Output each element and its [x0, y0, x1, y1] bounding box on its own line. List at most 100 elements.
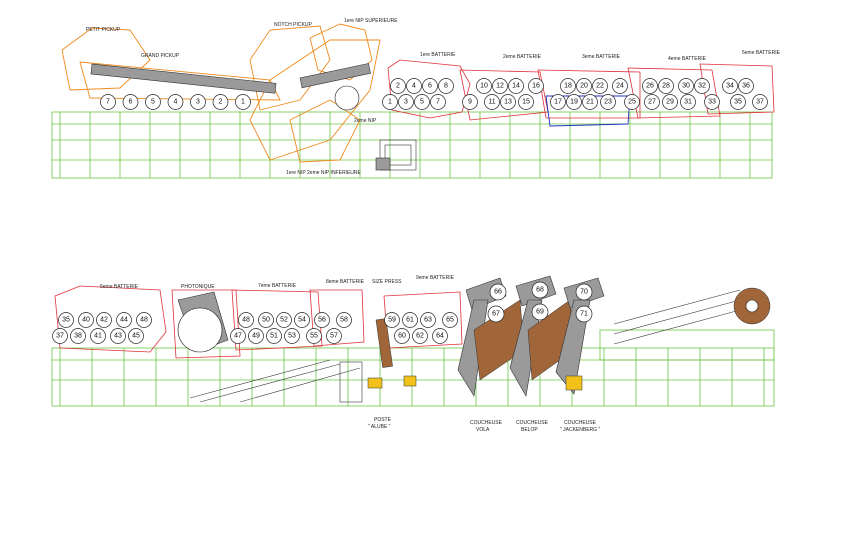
dryer-felts-bottom [54, 285, 463, 359]
roll-number: 65 [446, 317, 454, 324]
label-batterie-6: 6eme BATTERIE [100, 284, 139, 290]
roll-number: 42 [100, 317, 108, 324]
press-roll: 6 [122, 94, 139, 110]
roll-number: 56 [318, 317, 326, 324]
dryer-roll: 24 [612, 78, 628, 94]
dryer-roll: 42 [96, 312, 112, 328]
dryer-roll: 48 [238, 312, 254, 328]
roll-number: 4 [174, 99, 178, 106]
label-petit-pickup: PETIT PICKUP [86, 27, 121, 33]
label-photonique: PHOTONIQUE [181, 284, 215, 290]
dryer-roll: 60 [394, 328, 410, 344]
dryer-roll: 35 [730, 94, 746, 110]
roll-number: 29 [666, 99, 674, 106]
dryer-roll: 11 [484, 94, 500, 110]
roll-number: 22 [596, 83, 604, 90]
dryer-roll: 15 [518, 94, 534, 110]
label-coucheuse-2: COUCHEUSE [516, 420, 549, 426]
roll-number: 10 [480, 83, 488, 90]
press-roll: 5 [145, 94, 161, 110]
dryer-roll: 34 [722, 78, 738, 94]
roll-number: 33 [708, 99, 716, 106]
roll-number: 28 [662, 83, 670, 90]
dryer-roll: 26 [642, 78, 658, 94]
roll-number: 70 [580, 289, 588, 296]
roll-number: 60 [398, 333, 406, 340]
coater-roll: 68 [531, 281, 549, 299]
label-poste: POSTE [374, 417, 392, 423]
dryer-roll: 32 [694, 78, 710, 94]
roll-number: 35 [62, 317, 70, 324]
roll-number: 27 [648, 99, 656, 106]
dryer-roll: 33 [704, 94, 720, 110]
label-coucheuse-1: COUCHEUSE [470, 420, 503, 426]
dryer-roll: 37 [752, 94, 768, 110]
roll-number: 4 [412, 83, 416, 90]
label-jackenberg: " JACKENBERG " [560, 427, 600, 433]
roll-number: 47 [234, 333, 242, 340]
roll-number: 2 [219, 99, 223, 106]
label-size-press: SIZE PRESS [372, 279, 402, 285]
roll-number: 63 [424, 317, 432, 324]
size-press [339, 318, 417, 403]
label-nip-inferieure: 1ere NIP 2eme NIP INFERIEURE [286, 170, 362, 176]
roll-number: 61 [406, 317, 414, 324]
roll-number: 58 [340, 317, 348, 324]
roll-number: 55 [310, 333, 318, 340]
dryer-roll: 10 [476, 78, 492, 94]
dryer-roll: 58 [336, 312, 352, 328]
roll-number: 17 [554, 99, 562, 106]
label-coucheuse-3: COUCHEUSE [564, 420, 597, 426]
label-notch-pickup: NOTCH PICKUP [274, 22, 312, 28]
dryer-roll: 18 [560, 78, 576, 94]
roll-number: 71 [580, 311, 588, 318]
blue-felt-group [545, 95, 631, 127]
dryer-roll: 17 [550, 94, 566, 110]
roll-number: 35 [734, 99, 742, 106]
dryer-roll: 21 [582, 94, 598, 110]
dryer-roll: 48 [136, 312, 152, 328]
dryer-roll: 3 [398, 94, 414, 110]
label-batterie-9: 9eme BATTERIE [416, 275, 455, 281]
roll-number: 16 [532, 83, 540, 90]
dryer-roll: 65 [442, 312, 458, 328]
roll-number: 19 [570, 99, 578, 106]
dryer-roll: 14 [508, 78, 524, 94]
press-felts [61, 23, 381, 163]
dryer-roll: 5 [414, 94, 430, 110]
roll-number: 9 [468, 99, 472, 106]
dryer-roll: 53 [284, 328, 300, 344]
roll-number: 41 [94, 333, 102, 340]
roll-number: 14 [512, 83, 520, 90]
roll-number: 25 [628, 99, 636, 106]
dryer-roll: 13 [500, 94, 516, 110]
dryer-roll: 35 [58, 312, 74, 328]
dryer-roll: 30 [678, 78, 694, 94]
roll-number: 67 [492, 311, 500, 318]
roll-number: 32 [698, 83, 706, 90]
roll-number: 53 [288, 333, 296, 340]
dryer-roll: 1 [382, 94, 398, 110]
label-vola: VOLA [476, 427, 490, 433]
roll-number: 23 [604, 99, 612, 106]
roll-number: 15 [522, 99, 530, 106]
dryer-roll: 27 [644, 94, 660, 110]
roll-number: 66 [494, 289, 502, 296]
dryer-roll: 59 [384, 312, 400, 328]
roll-number: 3 [404, 99, 408, 106]
dryer-roll: 49 [248, 328, 264, 344]
dryer-roll: 31 [680, 94, 696, 110]
paper-web-press [90, 63, 277, 94]
label-alube: " ALUBE " [368, 424, 391, 430]
drive-box [375, 139, 417, 171]
roll-number: 30 [682, 83, 690, 90]
roll-number: 6 [129, 99, 133, 106]
reel-unit [613, 287, 771, 345]
press-roll: 1 [235, 94, 251, 110]
roll-number: 7 [436, 99, 440, 106]
roll-number: 24 [616, 83, 624, 90]
roll-number: 13 [504, 99, 512, 106]
